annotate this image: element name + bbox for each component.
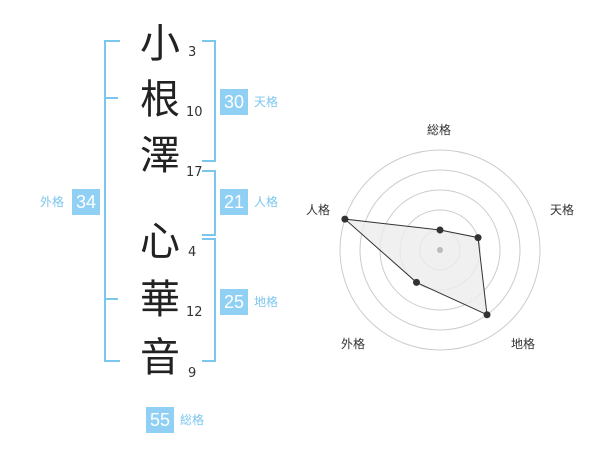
soukaku-label: 総格 [180,413,205,427]
name-char-5: 華 [140,277,180,323]
soukaku-value-badge: 55 [146,407,174,433]
radar-axis-label-gaikaku: 外格 [341,337,366,351]
name-char-4: 心 [140,219,180,265]
stroke-count-4: 4 [188,245,197,260]
radar-axis-label-jinkaku: 人格 [306,203,331,217]
radar-point-0 [436,226,444,234]
name-char-1: 小 [140,21,180,67]
gaikaku-bracket [104,40,120,362]
name-char-2: 根 [140,77,180,123]
gaikaku-value-badge: 34 [72,189,100,215]
radar-point-1 [474,234,482,242]
chikaku-bracket [202,238,216,362]
stroke-count-1: 3 [188,45,197,60]
jinkaku-bracket [202,170,216,236]
radar-axis-label-soukaku: 総格 [427,123,452,137]
name-char-3: 澤 [140,133,180,179]
stroke-count-5: 12 [186,305,203,320]
stroke-count-3: 17 [186,165,203,180]
stroke-count-2: 10 [186,105,203,120]
tenkaku-value-badge: 30 [220,89,248,115]
jinkaku-label: 人格 [254,195,279,209]
gaikaku-label: 外格 [40,195,65,209]
name-char-6: 音 [140,335,180,381]
gaikaku-bracket-tick-2 [104,298,118,300]
radar-series-polygon [343,218,488,316]
radar-grid-ring-5 [339,149,541,351]
radar-point-3 [412,278,420,286]
radar-point-4 [341,215,349,223]
jinkaku-value-badge: 21 [220,189,248,215]
radar-point-2 [483,311,491,319]
radar-axis-label-chikaku: 地格 [511,337,536,351]
tenkaku-bracket [202,40,216,162]
stroke-count-6: 9 [188,366,197,381]
tenkaku-label: 天格 [254,95,279,109]
gaikaku-bracket-tick-1 [104,97,118,99]
radar-center-dot [437,247,443,253]
radar-grid-ring-4 [359,169,521,331]
chikaku-label: 地格 [254,295,279,309]
radar-axis-label-tenkaku: 天格 [550,203,575,217]
chikaku-value-badge: 25 [220,289,248,315]
